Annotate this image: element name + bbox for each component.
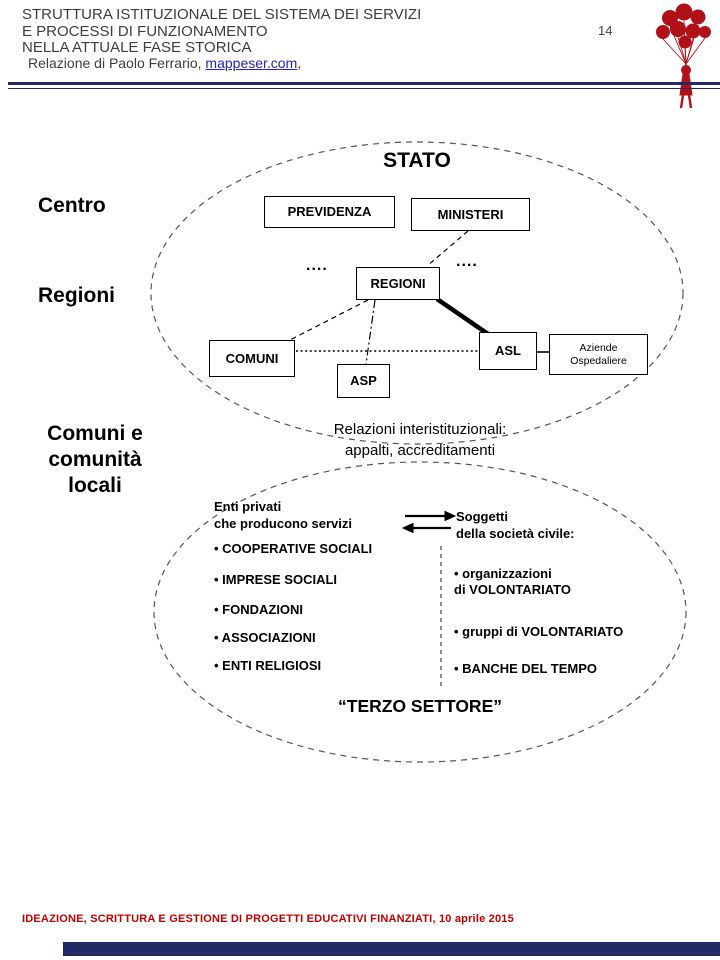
right-list-item: • gruppi di VOLONTARIATO — [454, 624, 624, 639]
slide-title: STRUTTURA ISTITUZIONALE DEL SISTEMA DEI … — [22, 6, 422, 56]
producers-heading: Enti privati che producono servizi — [214, 499, 352, 531]
byline-prefix: Relazione di Paolo Ferrario, — [28, 55, 206, 71]
side-label-regioni: Regioni — [38, 284, 115, 307]
dots-right: .... — [456, 253, 478, 270]
mappeser-link[interactable]: mappeser.com — [205, 55, 298, 71]
side-label-comuni: Comuni e comunità locali — [47, 422, 143, 497]
asp-box: ASP — [337, 364, 390, 398]
asl-box: ASL — [479, 332, 537, 370]
side-label-centro: Centro — [38, 194, 106, 217]
balloons-clipart-icon — [656, 3, 711, 109]
regioni-box: REGIONI — [356, 267, 440, 300]
right-list-item: • organizzazioni di VOLONTARIATO — [454, 566, 571, 597]
left-list-item: • ASSOCIAZIONI — [214, 630, 316, 645]
ministeri-box: MINISTERI — [411, 198, 530, 231]
aziende-ospedaliere-box: Aziende Ospedaliere — [549, 334, 648, 375]
exchange-arrows-icon — [401, 510, 457, 534]
comuni-box: COMUNI — [209, 340, 295, 377]
left-list-item: • IMPRESE SOCIALI — [214, 572, 338, 587]
footer-text: IDEAZIONE, SCRITTURA E GESTIONE DI PROGE… — [22, 913, 514, 925]
interinstitutional-note: Relazioni interistituzionali: appalti, a… — [333, 421, 507, 459]
left-list-item: • COOPERATIVE SOCIALI — [214, 541, 373, 556]
header-divider — [8, 82, 720, 89]
previdenza-box: PREVIDENZA — [264, 196, 395, 228]
dots-left: .... — [306, 257, 328, 274]
civil-society-heading: Soggetti della società civile: — [456, 509, 575, 541]
left-list-item: • FONDAZIONI — [214, 602, 304, 617]
stato-label: STATO — [383, 149, 451, 172]
byline-suffix: , — [297, 55, 302, 71]
terzo-settore-title: “TERZO SETTORE” — [338, 696, 502, 716]
footer-bar — [63, 942, 720, 956]
byline: Relazione di Paolo Ferrario, mappeser.co… — [28, 55, 301, 71]
right-list-item: • BANCHE DEL TEMPO — [454, 661, 597, 676]
left-list-item: • ENTI RELIGIOSI — [214, 658, 322, 673]
page-number: 14 — [598, 23, 613, 38]
